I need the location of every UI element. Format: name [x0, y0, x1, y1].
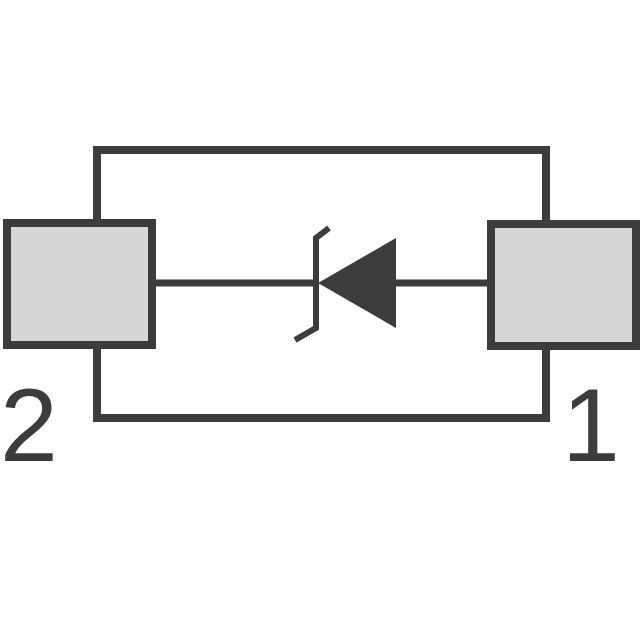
body-outline-top: [93, 146, 550, 222]
pin-1-label: 1: [562, 368, 620, 484]
body-outline-bottom: [93, 346, 550, 422]
pad-pin-1: [487, 220, 640, 350]
pin-2-label: 2: [0, 368, 58, 484]
diode-triangle: [318, 238, 396, 328]
pad-pin-2: [3, 219, 156, 349]
zener-cathode-bar: [293, 225, 331, 343]
zener-diode-symbol: [293, 225, 396, 343]
